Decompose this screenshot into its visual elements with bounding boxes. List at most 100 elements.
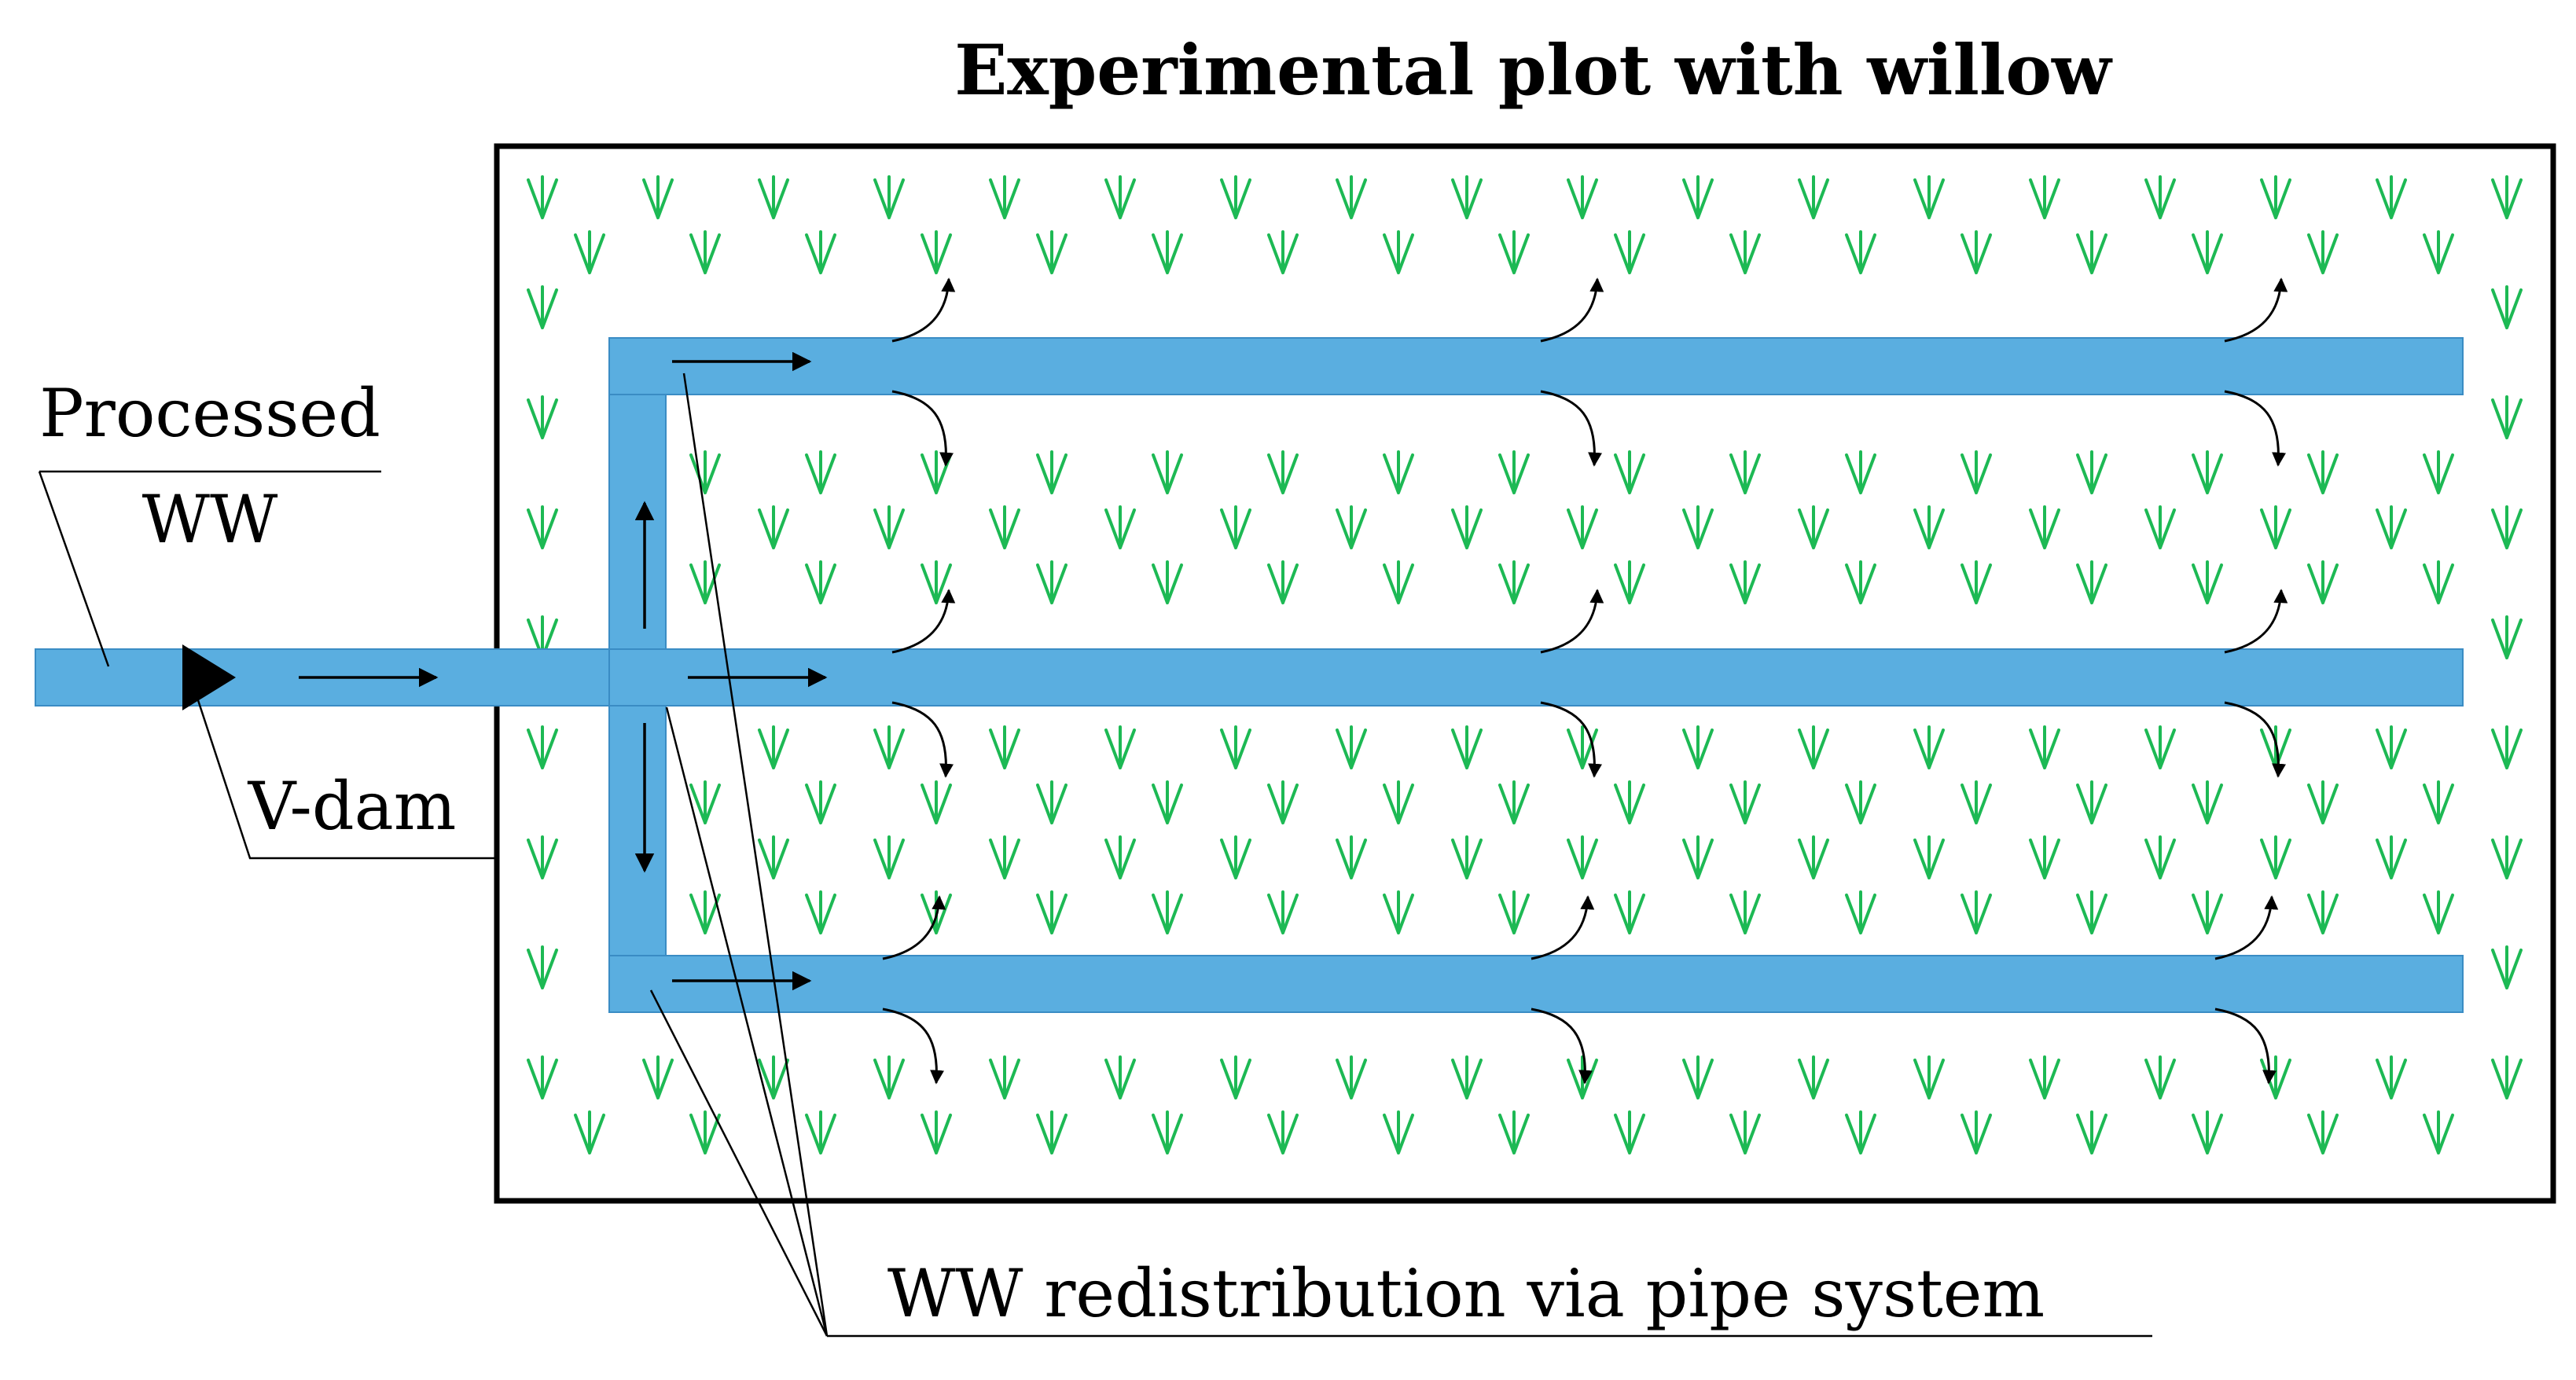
v-dam-leader: [195, 695, 497, 860]
willow-sprout-icon: [921, 780, 952, 824]
willow-sprout-icon: [1104, 725, 1136, 769]
willow-sprout-icon: [1152, 450, 1183, 494]
willow-sprout-icon: [689, 780, 721, 824]
willow-sprout-icon: [2076, 450, 2107, 494]
processed-ww-label-line1: Processed: [39, 375, 380, 452]
willow-sprout-icon: [527, 945, 558, 989]
willow-sprout-icon: [1729, 780, 1761, 824]
willow-sprout-icon: [2192, 450, 2223, 494]
willow-sprout-icon: [1267, 230, 1299, 274]
willow-sprout-icon: [527, 835, 558, 879]
outflow-up-arrow: [2224, 277, 2288, 343]
willow-sprout-icon: [2423, 1110, 2454, 1154]
willow-sprout-icon: [1614, 1110, 1645, 1154]
willow-sprout-icon: [527, 395, 558, 439]
willow-sprout-icon: [1913, 1055, 1945, 1099]
outflow-arrows: [882, 277, 2288, 1085]
willow-sprout-icon: [1152, 780, 1183, 824]
willow-sprout-icon: [2029, 835, 2060, 879]
willow-sprout-icon: [1729, 1110, 1761, 1154]
willow-sprout-icon: [921, 1110, 952, 1154]
willow-sprout-icon: [2491, 945, 2523, 989]
willow-sprout-icon: [1960, 230, 1992, 274]
willow-sprout-icon: [989, 1055, 1020, 1099]
willow-sprout-icon: [527, 505, 558, 549]
willow-sprout-icon: [805, 1110, 836, 1154]
willow-sprout-icon: [1267, 450, 1299, 494]
willow-sprout-icon: [574, 230, 605, 274]
willow-sprout-icon: [2491, 505, 2523, 549]
processed-leader: [38, 471, 110, 667]
willow-sprout-icon: [1220, 505, 1251, 549]
willow-sprout-icon: [2192, 1110, 2223, 1154]
willow-sprout-icon: [2144, 835, 2176, 879]
willow-sprout-icon: [1267, 560, 1299, 604]
willow-sprout-icon: [1614, 560, 1645, 604]
willow-sprout-icon: [689, 230, 721, 274]
willow-sprout-icon: [527, 1055, 558, 1099]
willow-sprout-icon: [1036, 560, 1068, 604]
willow-sprout-icon: [689, 890, 721, 934]
willow-sprout-icon: [2076, 560, 2107, 604]
willow-sprout-icon: [805, 780, 836, 824]
willow-sprout-icon: [2491, 835, 2523, 879]
willow-sprout-icon: [642, 175, 674, 219]
willow-sprout-icon: [2029, 725, 2060, 769]
willow-sprout-icon: [1798, 175, 1829, 219]
willow-sprout-icon: [1336, 505, 1367, 549]
willow-sprout-icon: [1614, 230, 1645, 274]
willow-sprout-icon: [1498, 450, 1530, 494]
willow-sprout-icon: [1152, 1110, 1183, 1154]
willow-sprout-icon: [2423, 780, 2454, 824]
willow-sprout-icon: [2376, 725, 2407, 769]
willow-sprout-icon: [2307, 890, 2339, 934]
redistribution-leader-2: [665, 707, 829, 1337]
willow-sprout-icon: [2491, 1055, 2523, 1099]
willow-sprout-icon: [1104, 835, 1136, 879]
pipe-system: [35, 337, 2464, 1013]
willow-sprout-icon: [2376, 835, 2407, 879]
willow-sprout-icon: [2076, 890, 2107, 934]
willow-sprout-icon: [2423, 890, 2454, 934]
processed-ww-label-line2: WW: [142, 481, 278, 558]
middle-branch-pipe: [608, 648, 2464, 707]
willow-sprout-icon: [1798, 505, 1829, 549]
willow-sprout-icon: [1682, 175, 1714, 219]
willow-sprout-icon: [1152, 890, 1183, 934]
outflow-down-arrow: [2214, 1007, 2277, 1085]
willow-sprout-icon: [1798, 725, 1829, 769]
outflow-up-arrow: [891, 589, 956, 654]
willow-sprout-icon: [805, 890, 836, 934]
willow-sprout-icon: [2076, 1110, 2107, 1154]
outflow-down-arrow: [2224, 701, 2287, 778]
outflow-up-arrow: [891, 277, 956, 343]
leader-lines: [38, 373, 2152, 1338]
willow-sprout-icon: [921, 230, 952, 274]
willow-sprout-icon: [758, 835, 789, 879]
willow-sprout-icon: [758, 725, 789, 769]
willow-sprout-icon: [2307, 230, 2339, 274]
willow-sprout-icon: [1682, 725, 1714, 769]
willow-sprout-icon: [758, 175, 789, 219]
redistribution-label: WW redistribution via pipe system: [887, 1255, 2045, 1332]
willow-sprout-icon: [1845, 450, 1876, 494]
willow-sprout-icon: [1336, 725, 1367, 769]
willow-sprout-icon: [642, 1055, 674, 1099]
outflow-up-arrow: [2214, 895, 2279, 960]
willow-sprout-icon: [2376, 1055, 2407, 1099]
willow-sprout-icon: [1104, 175, 1136, 219]
willow-sprout-icon: [1798, 1055, 1829, 1099]
willow-sprout-icon: [2076, 230, 2107, 274]
willow-sprout-icon: [873, 835, 905, 879]
willow-sprout-icon: [1267, 890, 1299, 934]
willow-sprout-icon: [989, 835, 1020, 879]
willow-sprout-icon: [758, 505, 789, 549]
willow-sprout-icon: [805, 230, 836, 274]
willow-sprout-icon: [527, 725, 558, 769]
willow-sprout-icon: [1267, 780, 1299, 824]
willow-sprout-icon: [1567, 505, 1598, 549]
willow-sprout-icon: [1036, 780, 1068, 824]
willow-sprout-icon: [2307, 780, 2339, 824]
willow-sprout-icon: [921, 560, 952, 604]
willow-sprout-icon: [1614, 450, 1645, 494]
